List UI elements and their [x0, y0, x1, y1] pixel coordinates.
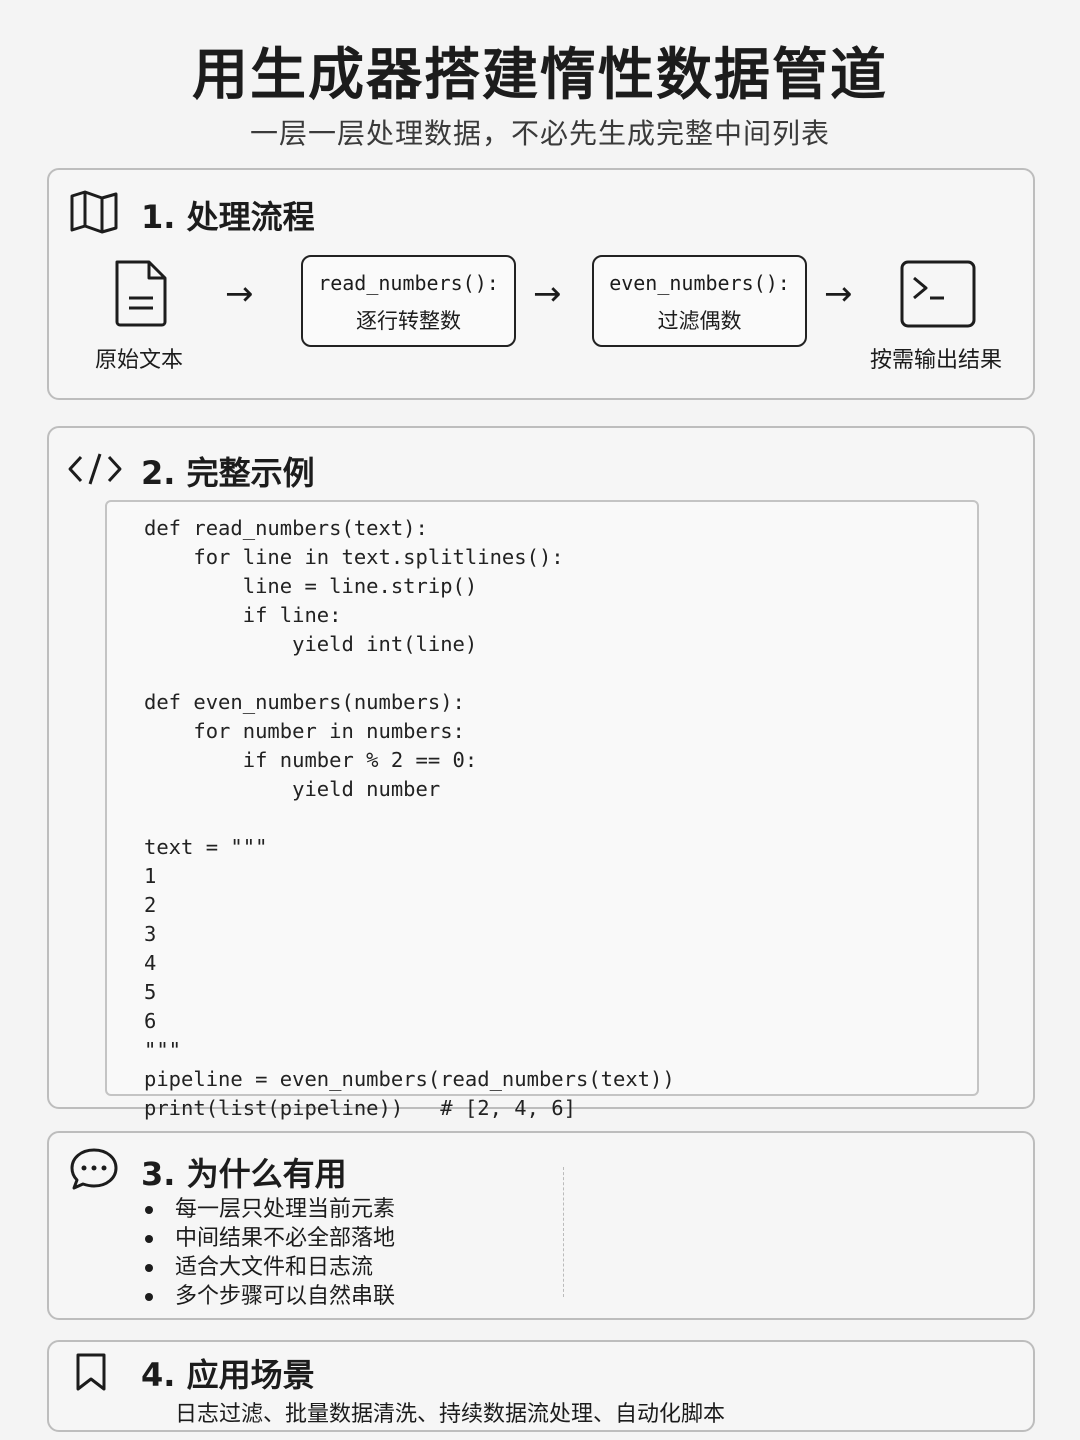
section-title: 2. 完整示例	[141, 454, 315, 492]
section-full-example: 2. 完整示例 def read_numbers(text): for line…	[47, 426, 1035, 1120]
step-even-numbers: even_numbers(): 过滤偶数	[592, 255, 807, 347]
code-icon	[68, 453, 122, 485]
document-icon	[115, 260, 167, 327]
page-title: 用生成器搭建惰性数据管道	[192, 43, 888, 108]
list-item: 中间结果不必全部落地	[145, 1224, 395, 1253]
page-subtitle: 一层一层处理数据，不必先生成完整中间列表	[249, 117, 830, 150]
step-description: 逐行转整数	[356, 309, 461, 333]
divider	[563, 1167, 564, 1297]
step-read-numbers: read_numbers(): 逐行转整数	[301, 255, 516, 347]
code-text: def read_numbers(text): for line in text…	[144, 516, 675, 1120]
step-function-name: read_numbers():	[318, 271, 499, 295]
list-item: 每一层只处理当前元素	[145, 1195, 395, 1224]
chat-bubble-icon	[70, 1148, 118, 1190]
code-block: def read_numbers(text): for line in text…	[105, 500, 979, 1120]
source-label: 原始文本	[94, 348, 183, 373]
flow-arrow: →	[533, 274, 562, 314]
output-label: 按需输出结果	[869, 348, 1002, 373]
terminal-icon	[900, 260, 976, 328]
step-function-name: even_numbers():	[609, 271, 790, 295]
bookmark-icon	[76, 1353, 106, 1391]
map-icon	[70, 190, 118, 234]
use-case-text: 日志过滤、批量数据清洗、持续数据流处理、自动化脚本	[175, 1402, 726, 1427]
section-title: 1. 处理流程	[141, 198, 315, 236]
flow-arrow: →	[824, 274, 853, 314]
section-title: 3. 为什么有用	[141, 1155, 347, 1193]
section-use-cases: 4. 应用场景 日志过滤、批量数据清洗、持续数据流处理、自动化脚本	[47, 1340, 1035, 1432]
section-process-flow: 1. 处理流程 原始文本 → read_numbers(): 逐行转整数 → e…	[47, 168, 1035, 400]
list-item: 多个步骤可以自然串联	[145, 1282, 395, 1311]
flow-arrow: →	[225, 274, 254, 314]
section-why-useful: 3. 为什么有用 每一层只处理当前元素 中间结果不必全部落地 适合大文件和日志流…	[47, 1131, 1035, 1320]
step-description: 过滤偶数	[657, 309, 742, 333]
section-title: 4. 应用场景	[141, 1356, 315, 1394]
list-item: 适合大文件和日志流	[145, 1253, 395, 1282]
benefit-list: 每一层只处理当前元素 中间结果不必全部落地 适合大文件和日志流 多个步骤可以自然…	[145, 1195, 395, 1311]
